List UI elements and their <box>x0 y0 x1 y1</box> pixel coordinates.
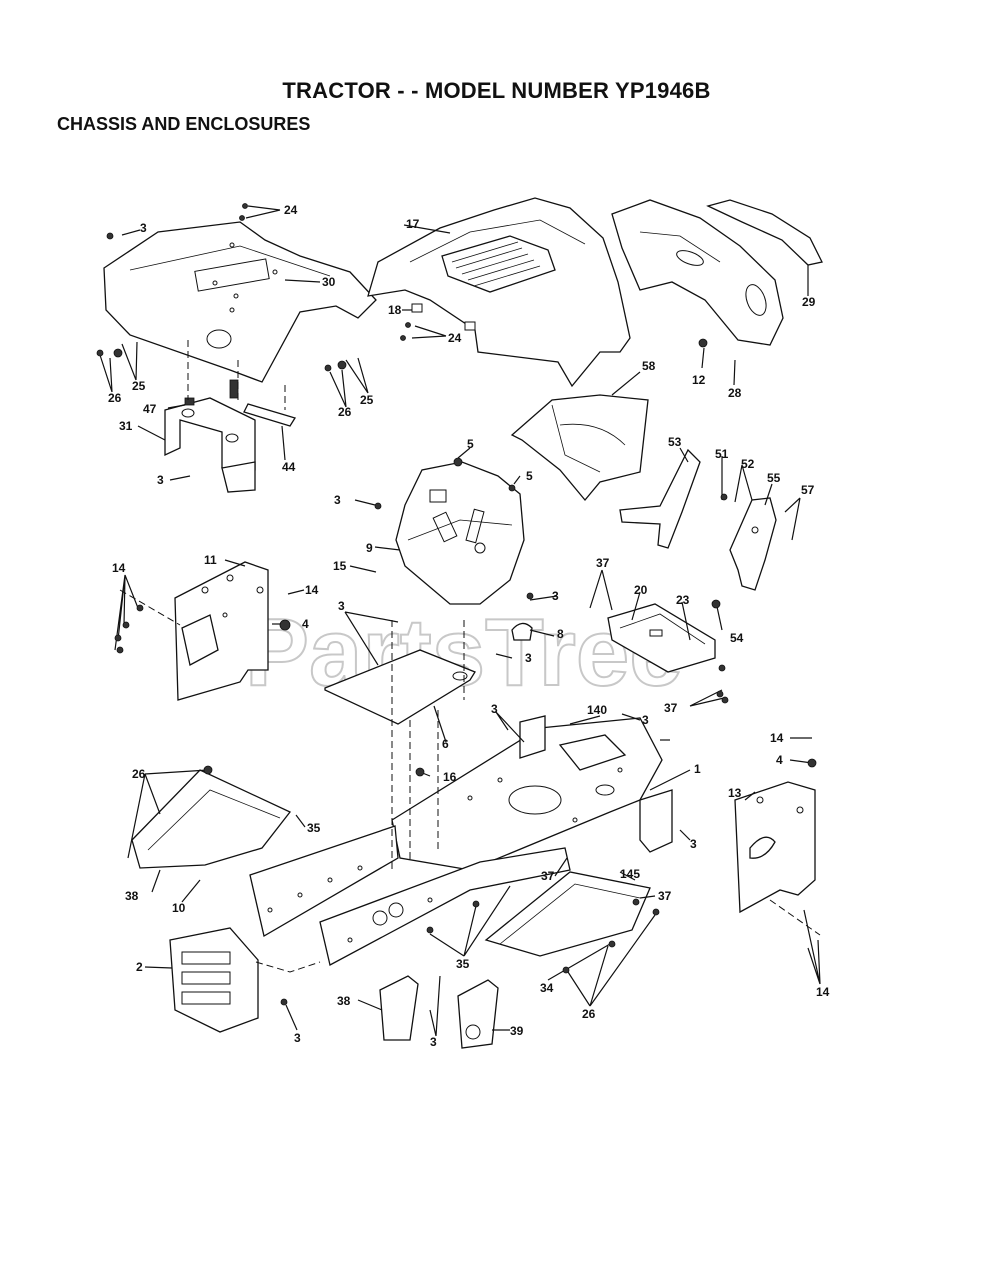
callout-5: 5 <box>526 469 533 483</box>
callout-51: 51 <box>715 447 729 461</box>
hood <box>367 197 631 388</box>
rear-bracket <box>639 789 673 853</box>
callout-4: 4 <box>302 617 309 631</box>
seat-pan <box>395 461 525 605</box>
callout-10: 10 <box>172 901 186 915</box>
callout-2: 2 <box>136 960 143 974</box>
callout-31: 31 <box>119 419 133 433</box>
callout-3: 3 <box>157 473 164 487</box>
callout-26: 26 <box>338 405 352 419</box>
left-side-panel <box>174 561 269 701</box>
callout-38: 38 <box>337 994 351 1008</box>
side-bracket-left <box>619 448 701 549</box>
callout-55: 55 <box>767 471 781 485</box>
callout-28: 28 <box>728 386 742 400</box>
bracket-39 <box>457 979 499 1049</box>
callout-3: 3 <box>334 493 341 507</box>
callout-20: 20 <box>634 583 648 597</box>
callout-26: 26 <box>108 391 122 405</box>
callout-3: 3 <box>338 599 345 613</box>
callout-14: 14 <box>305 583 319 597</box>
callout-26: 26 <box>582 1007 596 1021</box>
callout-37: 37 <box>664 701 678 715</box>
callout-37: 37 <box>596 556 610 570</box>
clamp <box>511 622 533 641</box>
callout-52: 52 <box>741 457 755 471</box>
callout-44: 44 <box>282 460 296 474</box>
leader-lines <box>99 205 821 1037</box>
assembly-lines <box>119 340 821 973</box>
callout-9: 9 <box>366 541 373 555</box>
callout-35: 35 <box>307 821 321 835</box>
right-side-panel <box>734 781 816 914</box>
callout-3: 3 <box>430 1035 437 1049</box>
section-title: CHASSIS AND ENCLOSURES <box>57 114 311 134</box>
callout-6: 6 <box>442 737 449 751</box>
callout-30: 30 <box>322 275 336 289</box>
callout-14: 14 <box>770 731 784 745</box>
frame <box>391 717 663 871</box>
callout-8: 8 <box>557 627 564 641</box>
frame-bracket <box>519 715 546 759</box>
callout-26: 26 <box>132 767 146 781</box>
callout-3: 3 <box>525 651 532 665</box>
callout-23: 23 <box>676 593 690 607</box>
callout-3: 3 <box>690 837 697 851</box>
fasteners <box>96 203 817 1006</box>
callout-37: 37 <box>541 869 555 883</box>
footrest-left <box>131 769 292 869</box>
callout-17: 17 <box>406 217 420 231</box>
dash-bracket <box>164 379 297 493</box>
frame-rail-left <box>249 825 399 938</box>
callout-54: 54 <box>730 631 744 645</box>
callout-15: 15 <box>333 559 347 573</box>
callout-3: 3 <box>552 589 559 603</box>
callout-57: 57 <box>801 483 815 497</box>
side-bracket-right <box>729 497 777 591</box>
callout-3: 3 <box>140 221 147 235</box>
callout-16: 16 <box>443 770 457 784</box>
callout-38: 38 <box>125 889 139 903</box>
callout-11: 11 <box>204 553 217 567</box>
callout-25: 25 <box>132 379 146 393</box>
callout-3: 3 <box>294 1031 301 1045</box>
callout-37: 37 <box>658 889 672 903</box>
dash-panel <box>103 221 377 383</box>
callout-53: 53 <box>668 435 682 449</box>
callout-4: 4 <box>776 753 783 767</box>
callout-5: 5 <box>467 437 474 451</box>
callout-35: 35 <box>456 957 470 971</box>
bracket-38 <box>379 975 419 1041</box>
callout-34: 34 <box>540 981 554 995</box>
callout-39: 39 <box>510 1024 524 1038</box>
callout-1: 1 <box>694 762 701 776</box>
callout-29: 29 <box>802 295 816 309</box>
callout-145: 145 <box>620 867 640 881</box>
callout-14: 14 <box>112 561 126 575</box>
callout-47: 47 <box>143 402 157 416</box>
callout-24: 24 <box>284 203 298 217</box>
callout-25: 25 <box>360 393 374 407</box>
deck-bracket <box>607 603 716 673</box>
callout-13: 13 <box>728 786 742 800</box>
callout-140: 140 <box>587 703 607 717</box>
page-title: TRACTOR - - MODEL NUMBER YP1946B <box>282 78 711 103</box>
grille-nose <box>611 199 823 346</box>
fender <box>510 394 649 502</box>
front-bracket <box>169 927 259 1033</box>
callout-3: 3 <box>491 702 498 716</box>
frame-rail-right <box>319 847 571 966</box>
callout-labels: 3 24 17 30 18 24 29 25 26 26 25 12 28 58… <box>108 203 830 1049</box>
callout-14: 14 <box>816 985 830 999</box>
callout-18: 18 <box>388 303 402 317</box>
callout-3: 3 <box>642 713 649 727</box>
callout-24: 24 <box>448 331 462 345</box>
footrest-right <box>484 871 651 957</box>
callout-58: 58 <box>642 359 656 373</box>
callout-12: 12 <box>692 373 706 387</box>
